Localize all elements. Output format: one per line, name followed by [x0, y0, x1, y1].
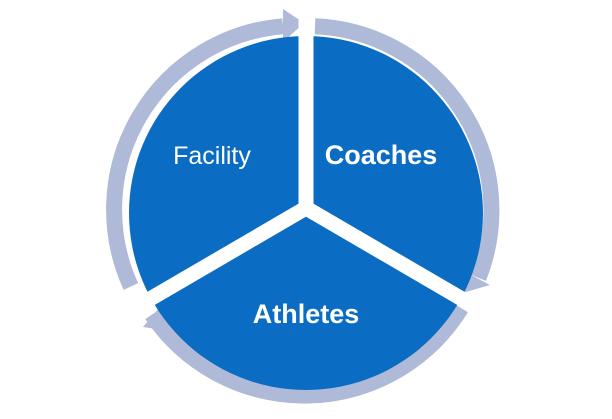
ring-arc-coaches: [314, 18, 500, 281]
segment-label-coaches: Coaches: [325, 140, 438, 170]
separator-right: [302, 201, 478, 313]
arrow-to-facility-icon: [143, 302, 177, 332]
ring-arc-facility: [106, 18, 284, 290]
ring-arc-athletes: [145, 303, 468, 404]
arrow-to-coaches-icon: [283, 9, 304, 42]
segment-label-athletes: Athletes: [253, 299, 360, 329]
separator-left: [134, 201, 310, 313]
cycle-ring: [106, 18, 500, 404]
segment-label-facility: Facility: [173, 142, 251, 170]
segment-separators: [134, 20, 478, 313]
